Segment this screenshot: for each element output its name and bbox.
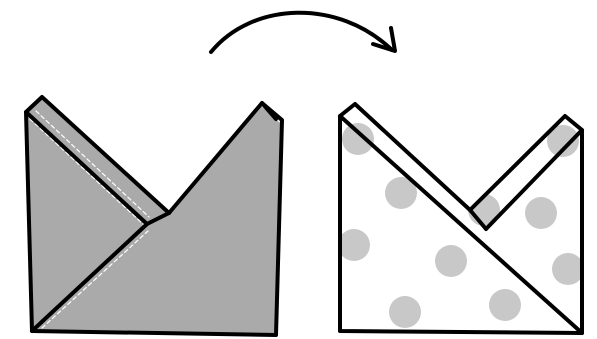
dot [489, 289, 521, 321]
dot [342, 123, 374, 155]
dot [389, 296, 421, 328]
fold-step-after [338, 104, 584, 333]
dot [338, 229, 370, 261]
fold-step-before [26, 97, 282, 335]
dot [552, 253, 584, 285]
dot [525, 197, 557, 229]
curved-arrow-right-icon [211, 13, 395, 52]
dot [435, 245, 467, 277]
